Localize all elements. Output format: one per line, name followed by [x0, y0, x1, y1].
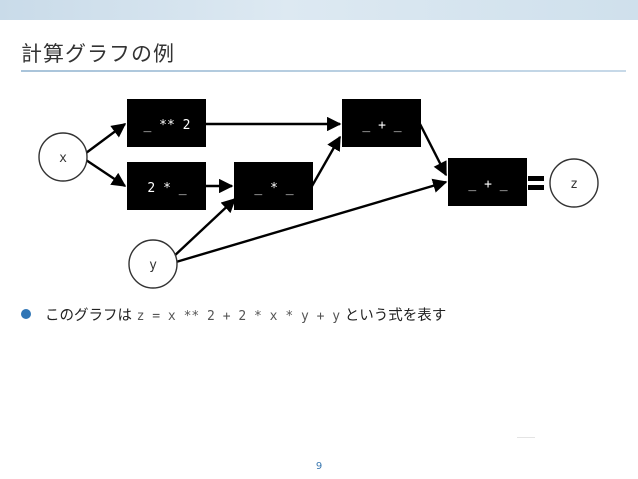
header-band — [0, 0, 638, 20]
op-label-add1: _ + _ — [362, 118, 401, 133]
slide-title: 計算グラフの例 — [21, 42, 175, 66]
op-node-add2: _ + _ — [448, 158, 527, 206]
op-node-mul: _ * _ — [234, 162, 313, 210]
op-node-pow: _ ** 2 — [127, 99, 206, 147]
var-label-z: z — [570, 177, 578, 192]
bullet-suffix: という式を表す — [344, 308, 447, 324]
edge-y-to-mul — [171, 198, 237, 259]
edge-x-to-pow — [85, 123, 127, 154]
op-node-mul2: 2 * _ — [127, 162, 206, 210]
edge-add1-to-add2 — [418, 123, 448, 177]
var-node-y: y — [128, 239, 178, 289]
bullet-formula: z = x ** 2 + 2 * x * y + y — [136, 309, 341, 324]
bullet-dot — [21, 309, 31, 319]
bullet-item: このグラフは z = x ** 2 + 2 * x * y + y という式を表… — [21, 304, 446, 325]
equals-sign-bottom — [528, 185, 544, 190]
op-node-add1: _ + _ — [342, 99, 421, 147]
op-label-pow: _ ** 2 — [144, 118, 191, 133]
var-node-z: z — [549, 158, 599, 208]
var-label-y: y — [149, 258, 157, 273]
page-number: 9 — [315, 461, 323, 472]
op-label-add2: _ + _ — [468, 177, 507, 192]
op-label-mul2: 2 * _ — [147, 181, 186, 196]
edge-mul-to-add1 — [310, 135, 342, 187]
faint-divider — [517, 437, 535, 438]
bullet-prefix: このグラフは — [45, 308, 132, 324]
edge-x-to-mul2 — [85, 159, 127, 187]
edge-y-to-add2 — [175, 178, 448, 264]
op-label-mul: _ * _ — [254, 181, 293, 196]
equals-sign-top — [528, 176, 544, 181]
var-node-x: x — [38, 132, 88, 182]
var-label-x: x — [59, 151, 67, 166]
title-underline — [21, 70, 626, 72]
